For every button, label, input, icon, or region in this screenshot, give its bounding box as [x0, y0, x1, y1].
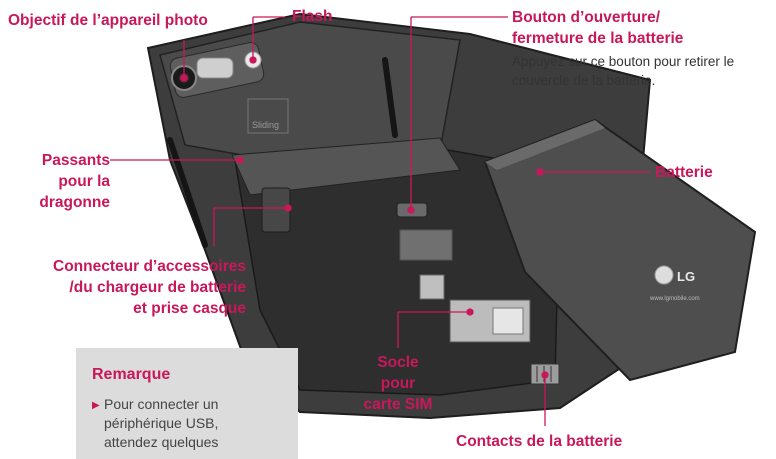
- label-flash: Flash: [292, 8, 333, 25]
- lg-website: www.lgmobile.com: [649, 296, 700, 302]
- label-sim-socket: Socle pour carte SIM: [363, 354, 433, 413]
- sliding-mark: Sliding: [252, 120, 279, 130]
- label-battery-contacts: Contacts de la batterie: [456, 433, 623, 450]
- strap-slot-left: [167, 137, 208, 248]
- note-box: Remarque ▶ Pour connecter un périphériqu…: [76, 348, 298, 459]
- leader-lines: [110, 16, 650, 426]
- strap-slot-right: [382, 57, 398, 138]
- note-title: Remarque: [92, 366, 171, 383]
- label-battery: Batterie: [655, 164, 713, 181]
- label-battery-button: Bouton d’ouverture/ fermeture de la batt…: [512, 9, 684, 47]
- lg-brand: LG: [677, 269, 695, 284]
- label-camera-lens: Objectif de l’appareil photo: [8, 12, 208, 29]
- note-text: Pour connecter un périphérique USB, atte…: [104, 396, 219, 450]
- battery-button-description: Appuyez sur ce bouton pour retirer le co…: [512, 54, 735, 88]
- label-connector: Connecteur d’accessoires /du chargeur de…: [53, 258, 246, 317]
- camera-mirror: [196, 57, 234, 79]
- slide-cover: [231, 137, 461, 196]
- bullet-arrow-icon: ▶: [92, 400, 100, 411]
- label-strap-holes: Passants pour la dragonne: [39, 152, 110, 211]
- lg-logo-shape: [654, 265, 674, 285]
